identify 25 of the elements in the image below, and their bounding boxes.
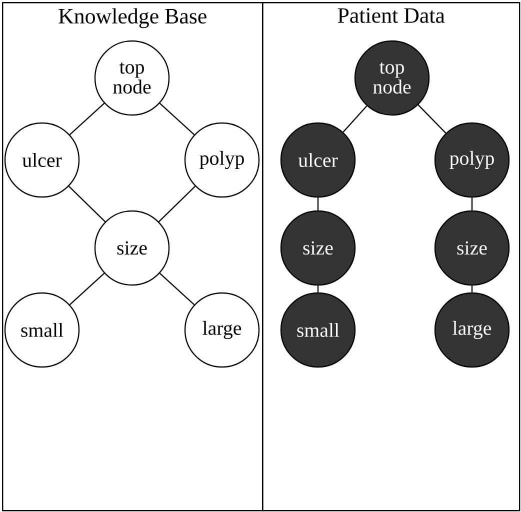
- circle-node: top node: [94, 40, 170, 116]
- connector-line: [69, 272, 105, 306]
- circle-node: size: [94, 210, 170, 286]
- connector-line: [69, 102, 105, 136]
- circle-node: small: [4, 292, 80, 368]
- circle-node: ulcer: [4, 122, 80, 198]
- connector-line: [158, 186, 196, 222]
- circle-node: large: [184, 292, 260, 368]
- circle-node: size: [434, 210, 510, 286]
- circle-node: top node: [354, 40, 430, 116]
- connector-line: [159, 102, 195, 136]
- circle-node: polyp: [434, 122, 510, 198]
- circle-node: large: [434, 292, 510, 368]
- circle-node: size: [280, 210, 356, 286]
- connector-line: [471, 286, 473, 292]
- connector-line: [68, 186, 106, 222]
- circle-node: ulcer: [280, 122, 356, 198]
- circle-node: small: [280, 292, 356, 368]
- connector-line: [342, 106, 368, 132]
- connector-line: [159, 272, 195, 306]
- connector-line: [471, 198, 473, 210]
- connector-line: [317, 286, 319, 292]
- connector-line: [317, 198, 319, 210]
- connector-line: [418, 104, 446, 134]
- circle-node: polyp: [184, 122, 260, 198]
